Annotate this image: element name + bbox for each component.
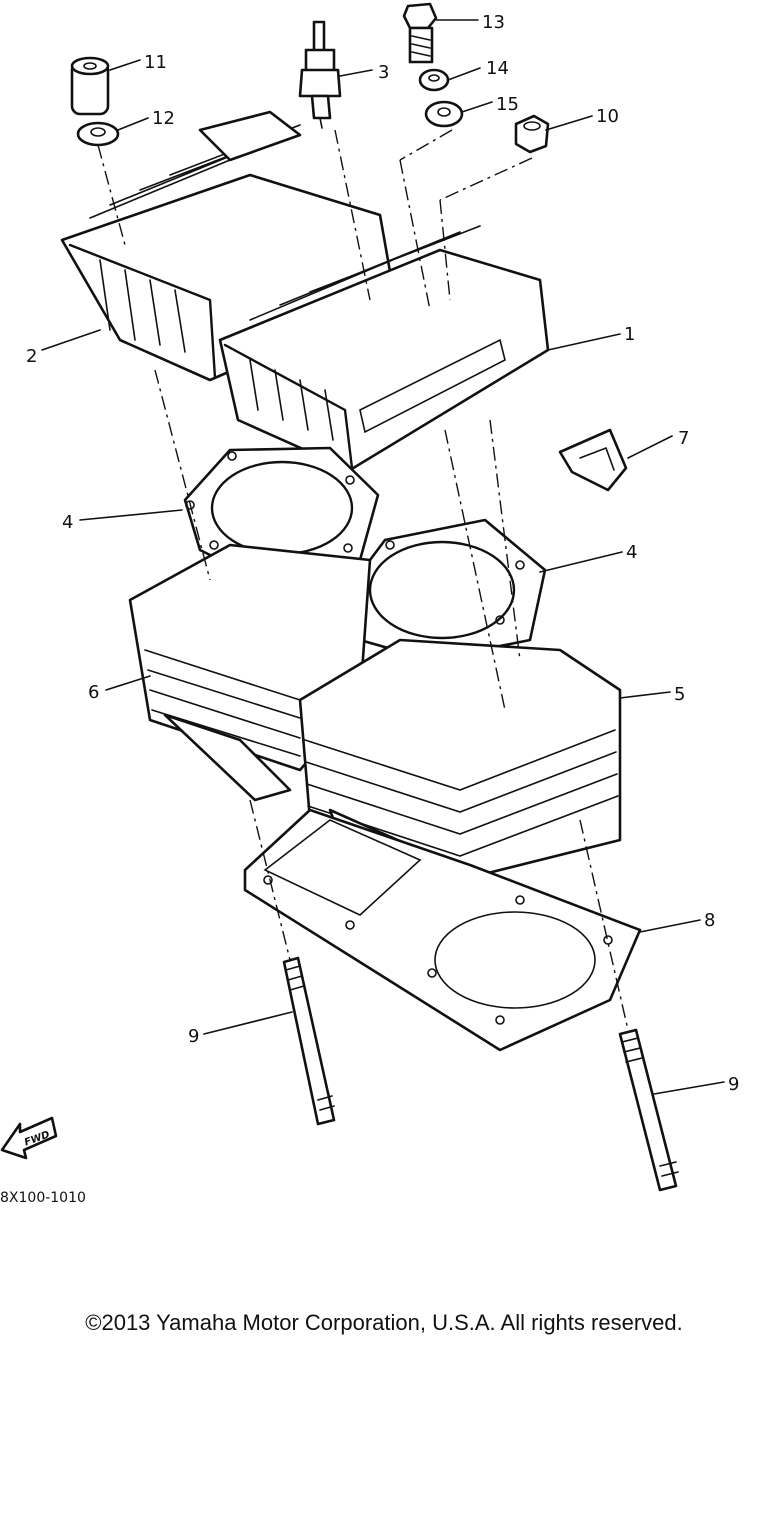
callout-labels: 11 12 3 13 14 15 10 2 1 7 4 4 6 5 8 9 9 [26, 12, 739, 1095]
part-9-stud-right [618, 1028, 679, 1192]
alignment-lines [97, 129, 629, 1031]
callout-5: 5 [674, 684, 685, 705]
part-8-base-gasket [243, 808, 642, 1052]
callout-3: 3 [378, 62, 389, 83]
callout-15: 15 [496, 94, 519, 115]
callout-4-left: 4 [62, 512, 73, 533]
callout-9-right: 9 [728, 1074, 739, 1095]
callout-4-right: 4 [626, 542, 637, 563]
part-13-bolt [402, 2, 438, 64]
callout-13: 13 [482, 12, 505, 33]
part-1-cylinder-head-right [218, 225, 550, 472]
callout-6: 6 [88, 682, 99, 703]
fwd-arrow-icon: FWD [0, 1116, 58, 1160]
callout-7: 7 [678, 428, 689, 449]
callout-1: 1 [624, 324, 635, 345]
callout-14: 14 [486, 58, 509, 79]
callout-9-left: 9 [188, 1026, 199, 1047]
callout-8: 8 [704, 910, 715, 931]
part-11-collar [70, 56, 110, 116]
callout-11: 11 [144, 52, 167, 73]
callout-12: 12 [152, 108, 175, 129]
callout-10: 10 [596, 106, 619, 127]
leader-lines [41, 19, 725, 1095]
part-14-washer [418, 68, 450, 92]
callout-2: 2 [26, 346, 37, 367]
part-10-nut [514, 114, 550, 154]
part-3-spark-plug [298, 20, 342, 129]
copyright-notice: ©2013 Yamaha Motor Corporation, U.S.A. A… [85, 1310, 683, 1335]
part-12-washer [76, 121, 120, 147]
part-7-bracket [558, 428, 628, 492]
part-4-head-gasket-right [338, 518, 547, 662]
part-15-washer [424, 100, 464, 128]
exploded-parts-diagram: 11 12 3 13 14 15 10 2 1 7 4 4 6 5 8 9 9 … [0, 2, 739, 1206]
part-9-stud-left [282, 956, 336, 1126]
diagram-code: 8X100-1010 [0, 1190, 86, 1206]
